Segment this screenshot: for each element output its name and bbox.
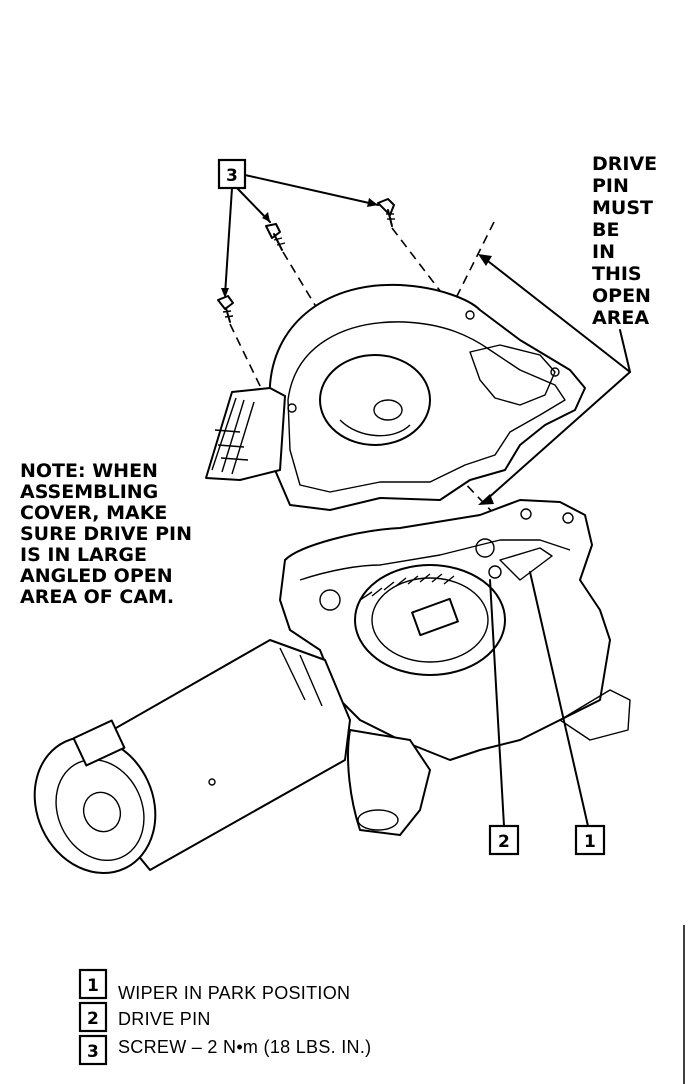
legend-box [78, 1034, 108, 1066]
assembly-note: NOTE: WHEN ASSEMBLING COVER, MAKE SURE D… [20, 460, 192, 608]
drive-pin-note-line: THIS [592, 263, 642, 285]
screw-callout: 3 [217, 158, 379, 298]
legend-number: 2 [87, 1009, 99, 1029]
gear-cover [205, 283, 586, 511]
legend-box [78, 1001, 108, 1033]
drive-pin-note: DRIVE PIN MUST BE IN THIS OPEN AREA [592, 153, 657, 329]
drive-pin-arrow [478, 254, 631, 505]
leader-arrowhead [221, 288, 229, 298]
leader-line [224, 187, 233, 296]
legend-number: 1 [87, 976, 99, 996]
drive-pin-callout: 2 [488, 579, 520, 856]
legend-text: SCREW – 2 N•m (18 LBS. IN.) [118, 1037, 371, 1057]
assembly-note-line: AREA OF CAM. [20, 586, 174, 608]
drive-pin-note-line: OPEN [592, 285, 651, 307]
legend-item: 3 SCREW – 2 N•m (18 LBS. IN.) [78, 1034, 371, 1066]
screw-illustration [377, 198, 395, 227]
legend-item: 2 DRIVE PIN [78, 1001, 211, 1033]
drive-pin-note-line: DRIVE [592, 153, 657, 175]
legend-item: 1 WIPER IN PARK POSITION [78, 968, 350, 1003]
legend-text: WIPER IN PARK POSITION [118, 983, 350, 1003]
legend-number: 3 [87, 1042, 99, 1062]
park-callout: 1 [529, 571, 606, 856]
assembly-note-line: NOTE: WHEN [20, 460, 158, 482]
assembly-note-line: ASSEMBLING [20, 481, 158, 503]
legend-text: DRIVE PIN [118, 1009, 211, 1029]
drive-pin-callout-number: 2 [498, 832, 510, 852]
gear-housing [279, 499, 631, 836]
motor [33, 639, 351, 875]
screw-illustration [217, 295, 234, 323]
park-callout-number: 1 [584, 832, 596, 852]
screw-illustration [265, 223, 286, 251]
drive-pin-note-line: PIN [592, 175, 629, 197]
drive-pin-note-line: IN [592, 241, 615, 263]
drive-pin-note-line: MUST [592, 197, 653, 219]
drive-pin-note-line: AREA [592, 307, 649, 329]
assembly-note-line: ANGLED OPEN [20, 565, 173, 587]
screws [217, 198, 395, 323]
assembly-note-line: SURE DRIVE PIN [20, 523, 192, 545]
drive-pin-callout-box [488, 824, 520, 856]
arrowhead [478, 254, 492, 266]
screw-callout-number: 3 [226, 166, 238, 186]
legend: 1 WIPER IN PARK POSITION 2 DRIVE PIN 3 S… [78, 968, 371, 1066]
leader-arrowhead [262, 212, 270, 222]
leader-arrowhead [367, 198, 378, 207]
drive-pin-note-line: BE [592, 219, 619, 241]
leader-line [244, 174, 379, 206]
leader-line [489, 579, 505, 827]
arrowhead [478, 494, 494, 505]
legend-box [78, 968, 108, 1000]
park-callout-box [574, 824, 606, 856]
assembly-note-line: COVER, MAKE [20, 502, 167, 524]
leader-line [529, 571, 589, 827]
assembly-note-line: IS IN LARGE [20, 544, 147, 566]
